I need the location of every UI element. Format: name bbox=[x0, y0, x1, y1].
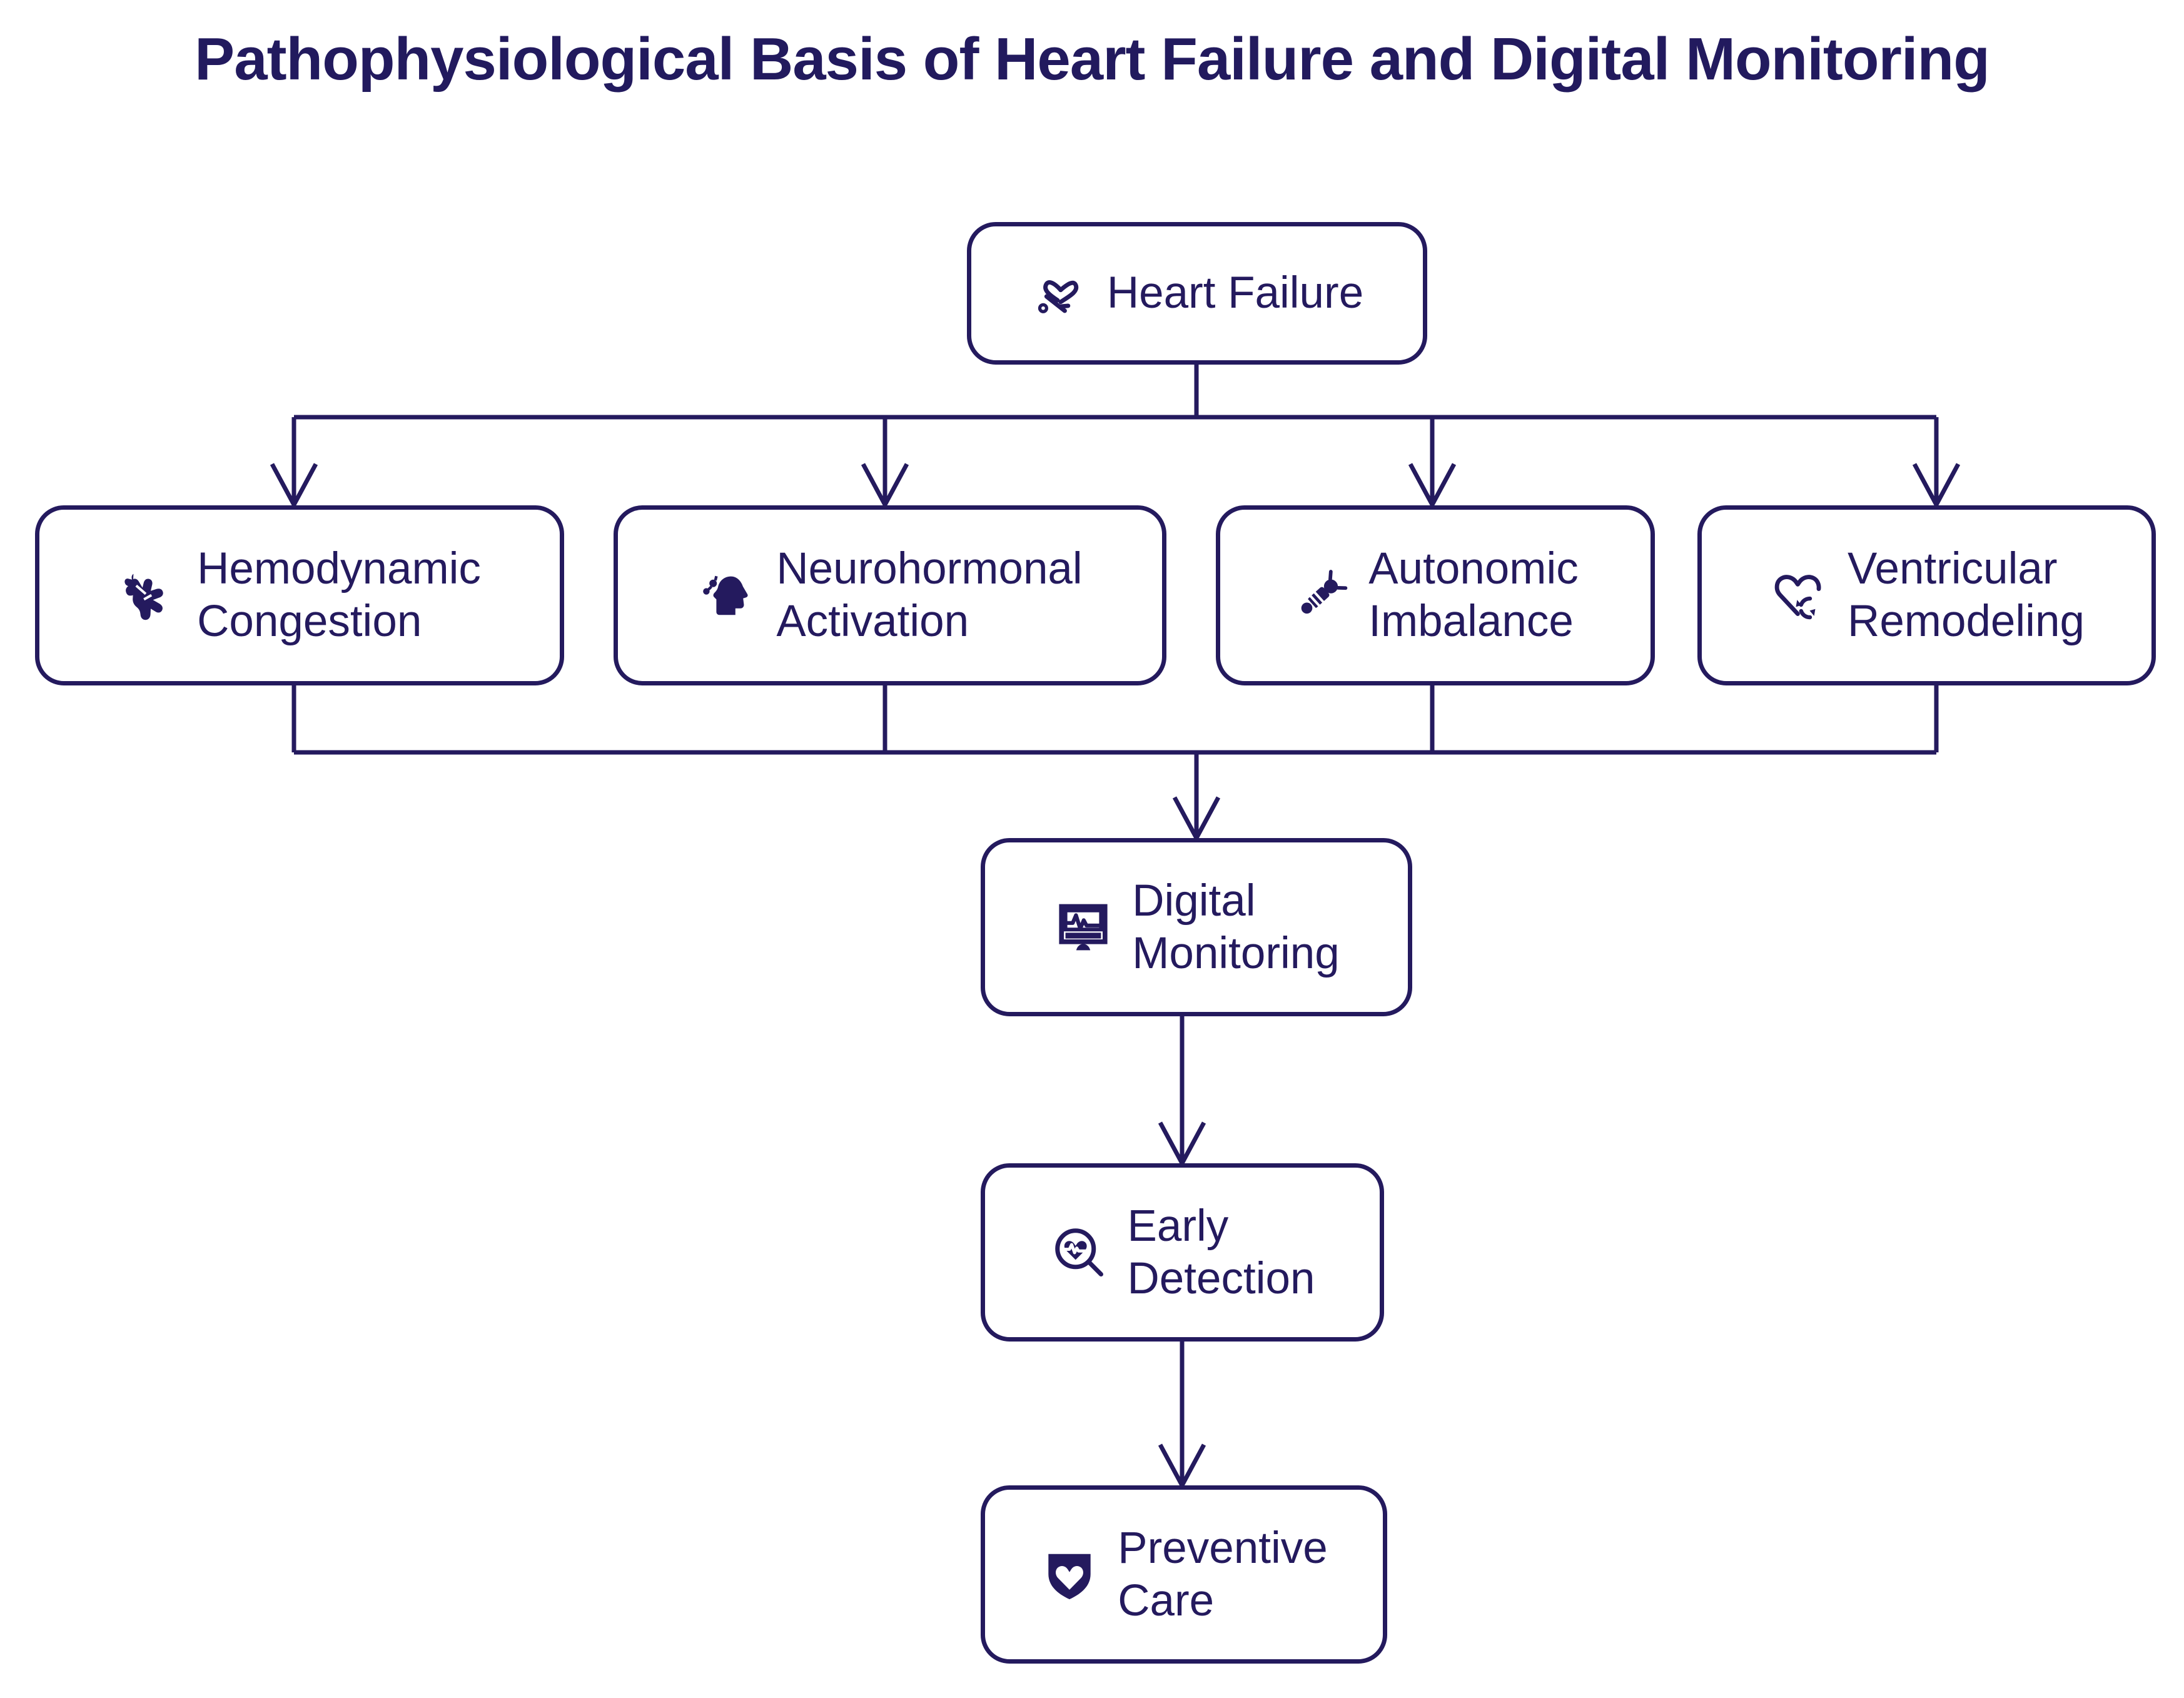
arrowhead-neurohormonal bbox=[861, 463, 909, 510]
heart-magnifier-icon bbox=[1050, 1223, 1109, 1282]
node-label: Digital Monitoring bbox=[1132, 876, 1340, 978]
node-label: Heart Failure bbox=[1106, 268, 1364, 318]
head-brain-icon bbox=[697, 565, 757, 625]
node-label: Hemodynamic Congestion bbox=[197, 544, 481, 646]
stethoscope-heart-icon bbox=[1031, 265, 1088, 322]
ecg-monitor-icon bbox=[1053, 897, 1113, 958]
node-autonomic-imbalance[interactable]: Autonomic Imbalance bbox=[1216, 505, 1655, 685]
arrowhead-ventricular bbox=[1912, 463, 1961, 510]
node-preventive-care[interactable]: Preventive Care bbox=[981, 1485, 1387, 1664]
page-title: Pathophysiological Basis of Heart Failur… bbox=[195, 26, 1990, 93]
node-ventricular-remodeling[interactable]: Ventricular Remodeling bbox=[1697, 505, 2156, 685]
arrowhead-hemodynamic bbox=[270, 463, 318, 510]
node-label: Neurohormonal Activation bbox=[776, 544, 1083, 646]
node-early-detection[interactable]: Early Detection bbox=[981, 1163, 1384, 1342]
node-label: Early Detection bbox=[1127, 1201, 1315, 1303]
node-digital-monitoring[interactable]: Digital Monitoring bbox=[981, 838, 1412, 1016]
shield-heart-icon bbox=[1040, 1545, 1099, 1604]
neuron-icon bbox=[1292, 567, 1350, 624]
node-hemodynamic-congestion[interactable]: Hemodynamic Congestion bbox=[35, 505, 564, 685]
node-label: Preventive Care bbox=[1118, 1523, 1328, 1625]
node-label: Autonomic Imbalance bbox=[1368, 544, 1579, 646]
arrowhead-autonomic bbox=[1408, 463, 1457, 510]
anatomical-heart-icon bbox=[118, 565, 178, 625]
node-neurohormonal-activation[interactable]: Neurohormonal Activation bbox=[614, 505, 1166, 685]
node-label: Ventricular Remodeling bbox=[1848, 544, 2085, 646]
node-heart-failure[interactable]: Heart Failure bbox=[967, 222, 1427, 365]
heart-refresh-icon bbox=[1769, 565, 1829, 625]
